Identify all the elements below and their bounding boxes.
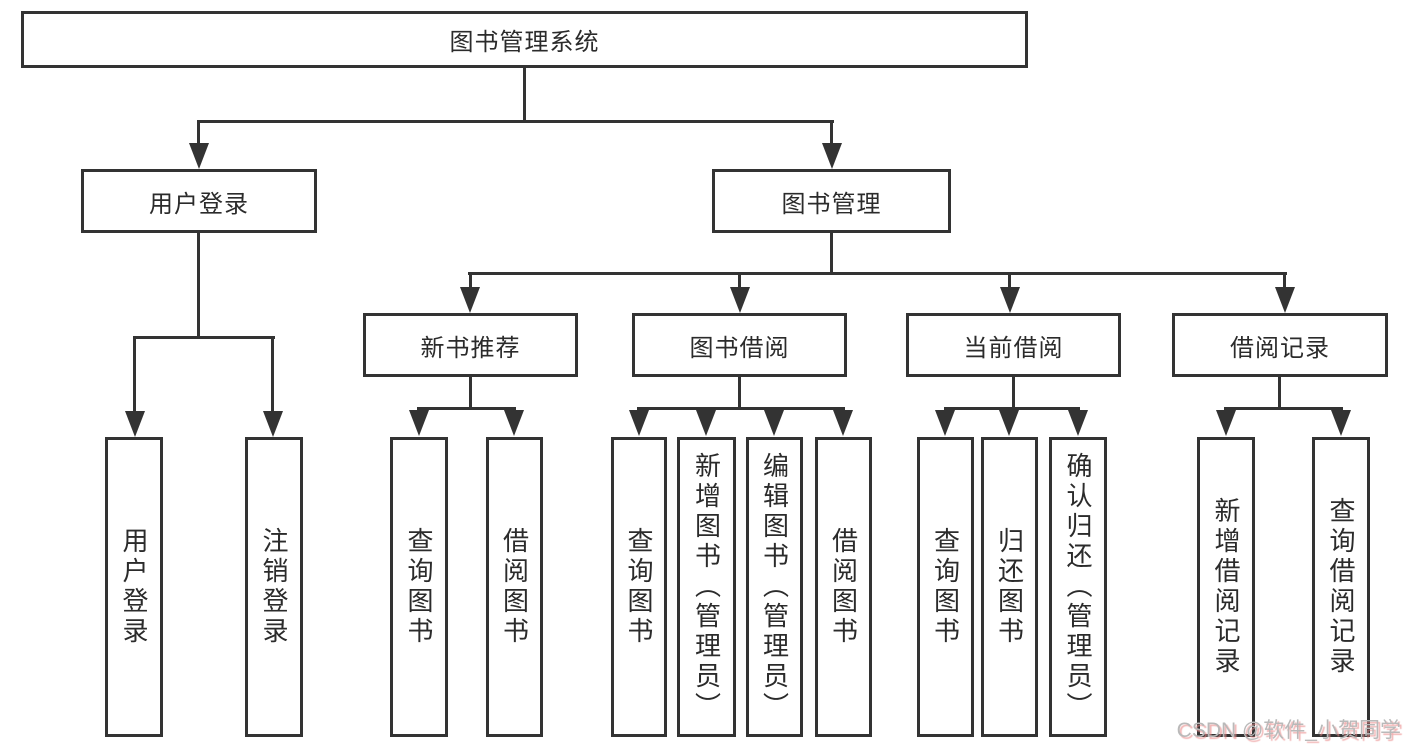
connector-arrow xyxy=(1331,410,1351,436)
connector-line xyxy=(469,272,472,292)
connector-arrow xyxy=(1000,287,1020,313)
connector-line xyxy=(469,377,472,408)
connector-line xyxy=(1224,407,1343,410)
connector-line xyxy=(1278,377,1281,408)
connector-line xyxy=(830,120,833,148)
connector-arrow xyxy=(822,143,842,169)
connector-line xyxy=(1012,377,1015,408)
connector-line xyxy=(197,120,200,148)
node-new-book-recommendation: 新书推荐 xyxy=(363,313,578,377)
leaf-add-books-admin: 新增图书（管理员） xyxy=(677,437,736,737)
connector-line xyxy=(523,68,526,123)
connector-arrow xyxy=(460,287,480,313)
leaf-return-books: 归还图书 xyxy=(981,437,1038,737)
leaf-borrow-books-recommend: 借阅图书 xyxy=(486,437,543,737)
connector-arrow xyxy=(504,410,524,436)
node-book-borrowing: 图书借阅 xyxy=(632,313,847,377)
node-book-management: 图书管理 xyxy=(712,169,951,233)
connector-line xyxy=(944,407,1080,410)
connector-arrow xyxy=(833,410,853,436)
node-user-login: 用户登录 xyxy=(81,169,317,233)
leaf-query-books-recommend: 查询图书 xyxy=(390,437,448,737)
leaf-logout: 注销登录 xyxy=(245,437,303,737)
leaf-edit-books-admin: 编辑图书（管理员） xyxy=(746,437,803,737)
connector-line xyxy=(1008,272,1011,292)
connector-line xyxy=(197,120,834,123)
watermark: CSDN @软件_小贺同学 xyxy=(1176,719,1401,742)
connector-line xyxy=(1283,272,1286,292)
connector-arrow xyxy=(1068,410,1088,436)
connector-arrow xyxy=(629,410,649,436)
leaf-user-login: 用户登录 xyxy=(105,437,163,737)
connector-arrow xyxy=(189,143,209,169)
connector-arrow xyxy=(696,410,716,436)
connector-line xyxy=(830,233,833,274)
connector-line xyxy=(417,407,516,410)
leaf-query-borrow-record: 查询借阅记录 xyxy=(1312,437,1370,737)
connector-arrow xyxy=(764,410,784,436)
connector-arrow xyxy=(125,411,145,437)
connector-line xyxy=(738,377,741,408)
leaf-add-borrow-record: 新增借阅记录 xyxy=(1197,437,1255,737)
connector-arrow xyxy=(409,410,429,436)
connector-arrow xyxy=(935,410,955,436)
leaf-confirm-return-admin: 确认归还（管理员） xyxy=(1049,437,1107,737)
node-library-system: 图书管理系统 xyxy=(21,11,1028,68)
leaf-query-books-borrowing: 查询图书 xyxy=(611,437,667,737)
connector-line xyxy=(133,336,136,416)
connector-line xyxy=(468,272,1287,275)
connector-arrow xyxy=(999,410,1019,436)
connector-line xyxy=(738,272,741,292)
connector-arrow xyxy=(730,287,750,313)
connector-arrow xyxy=(1275,287,1295,313)
node-borrowing-records: 借阅记录 xyxy=(1172,313,1388,377)
connector-line xyxy=(133,336,275,339)
connector-arrow xyxy=(263,411,283,437)
leaf-query-books-current: 查询图书 xyxy=(917,437,974,737)
leaf-borrow-books-borrowing: 借阅图书 xyxy=(815,437,872,737)
connector-line xyxy=(637,407,845,410)
connector-line xyxy=(197,233,200,338)
connector-line xyxy=(271,336,274,416)
node-current-borrowing: 当前借阅 xyxy=(906,313,1121,377)
connector-arrow xyxy=(1216,410,1236,436)
